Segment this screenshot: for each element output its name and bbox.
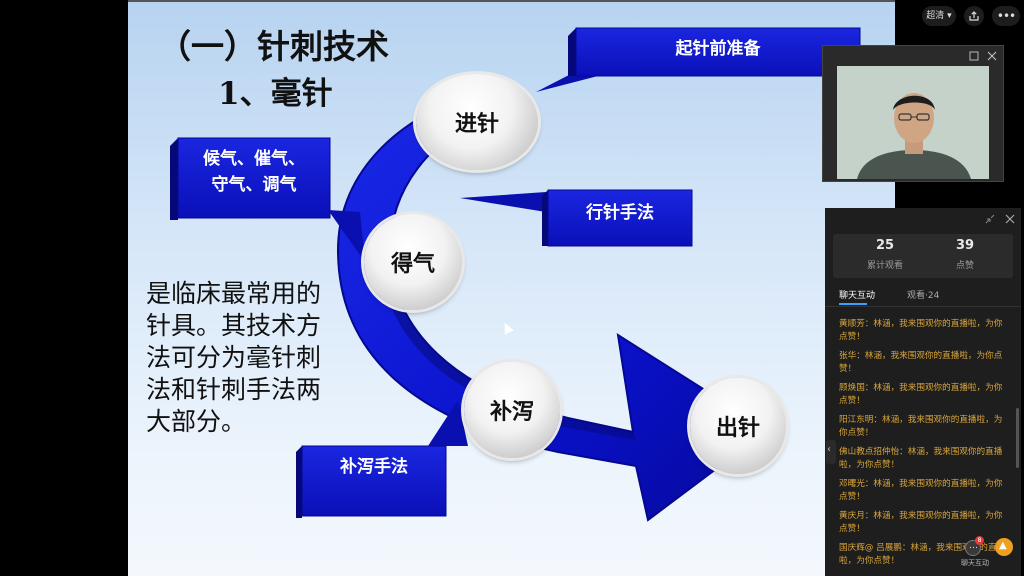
tab-viewers[interactable]: 观看·24 <box>907 291 940 301</box>
thumbs-up-icon: ▲ <box>999 540 1007 551</box>
banner-prep-label: 起针前准备 <box>675 39 761 59</box>
camera-window[interactable] <box>822 45 1004 182</box>
more-icon: ••• <box>996 9 1016 23</box>
notification-badge: 8 <box>975 536 984 545</box>
banner-buxie <box>301 445 447 517</box>
camera-feed <box>837 66 989 179</box>
share-icon <box>969 11 979 21</box>
stat-likes-value: 39 <box>955 238 975 253</box>
chat-bubble-button[interactable]: … 8 <box>965 536 984 556</box>
chat-scrollbar[interactable] <box>1016 408 1019 468</box>
chat-message: 张华：林涵，我来围观你的直播啦，为你点 赞！ <box>839 350 1009 376</box>
chevron-left-icon: ‹ <box>827 444 831 455</box>
chat-message-line: 阳江东明：林涵，我来围观你的直播啦，为 <box>839 415 1003 425</box>
quality-label: 超清 <box>926 11 945 21</box>
chat-message: 佛山教点招仲怡：林涵，我来围观你的直播 啦，为你点赞！ <box>839 446 1009 472</box>
chat-message-line: 点赞！ <box>839 396 865 406</box>
description-line: 大部分。 <box>146 407 247 436</box>
slide-subtitle: 1、毫针 <box>218 76 333 112</box>
chat-message: 国庆辉@ 吕展鹏：林涵，我来围观你的直播 啦，为你点赞！ <box>839 542 1009 564</box>
node-chu-zhen: 出针 <box>690 378 786 474</box>
more-button[interactable]: ••• <box>992 6 1020 26</box>
description-line: 针具。其技术方 <box>146 311 322 340</box>
chat-panel: 25 累计观看 39 点赞 聊天互动 观看·24 黄顺芳：林涵，我来围观你的直播… <box>825 208 1021 576</box>
tab-active-indicator <box>839 303 867 305</box>
description-line: 是临床最常用的 <box>146 279 322 308</box>
presenter-image <box>837 66 989 179</box>
chat-message-line: 你点赞！ <box>839 428 874 438</box>
banner-buxie-side <box>296 446 302 518</box>
chat-message-line: 啦，为你点赞！ <box>839 460 900 470</box>
banner-houqi-tail <box>328 210 365 262</box>
banner-xingzhen-tail <box>460 192 546 212</box>
close-icon[interactable] <box>1005 214 1015 224</box>
chat-message-line: 黄庆月：林涵，我来围观你的直播啦，为你 <box>839 511 1003 521</box>
maximize-icon[interactable] <box>969 51 979 61</box>
share-button[interactable] <box>964 6 984 26</box>
chat-header <box>825 208 1021 230</box>
chat-message-line: 国庆辉@ 吕展鹏：林涵，我来围观你的直播 <box>839 543 1006 553</box>
slide-title: （一）针刺技术 <box>158 27 389 66</box>
panel-collapse-handle[interactable]: ‹ <box>826 440 836 464</box>
slide: （一）针刺技术 1、毫针 是临床最常用的 针具。其技术方 法可分为毫针刺 法和针… <box>128 0 895 576</box>
slide-top-edge <box>128 0 895 2</box>
chat-message-line: 点赞！ <box>839 524 865 534</box>
chat-bubble-icon: … <box>969 541 978 551</box>
quality-select[interactable]: 超清 ▾ <box>922 6 956 26</box>
chevron-down-icon: ▾ <box>944 11 952 21</box>
description-line: 法和针刺手法两 <box>146 375 322 404</box>
banner-xingzhen-label: 行针手法 <box>586 203 654 223</box>
banner-xingzhen-side <box>542 190 548 246</box>
chat-message-line: 邓曙光：林涵，我来围观你的直播啦，为你 <box>839 479 1003 489</box>
node-jin-zhen: 进针 <box>416 74 538 170</box>
banner-buxie-tail <box>428 400 468 446</box>
banner-houqi-label: 候气、催气、 守气、调气 <box>178 146 330 198</box>
banner-houqi <box>177 137 331 219</box>
collapse-icon[interactable] <box>985 214 995 224</box>
chat-message-line: 赞！ <box>839 364 857 374</box>
chat-message-line: 黄顺芳：林涵，我来围观你的直播啦，为你 <box>839 319 1003 329</box>
stat-total-views-label: 累计观看 <box>866 261 903 271</box>
top-controls: 超清 ▾ ••• <box>922 6 1020 26</box>
banner-xingzhen <box>547 189 693 247</box>
chat-message-line: 佛山教点招仲怡：林涵，我来围观你的直播 <box>839 447 1003 457</box>
chat-message-line: 啦，为你点赞！ <box>839 556 900 564</box>
chat-footer: … 8 ▲ 聊天互动 <box>825 536 1021 576</box>
stats-card: 25 累计观看 39 点赞 <box>833 234 1013 278</box>
chat-message: 顾焕国：林涵，我来围观你的直播啦，为你 点赞！ <box>839 382 1009 408</box>
chat-messages[interactable]: 黄顺芳：林涵，我来围观你的直播啦，为你 点赞！ 张华：林涵，我来围观你的直播啦，… <box>825 312 1015 564</box>
banner-prep-side <box>568 28 576 76</box>
banner-houqi-side <box>170 138 178 220</box>
close-icon[interactable] <box>987 51 997 61</box>
banner-houqi-line: 候气、催气、 <box>203 149 305 169</box>
chat-message: 黄庆月：林涵，我来围观你的直播啦，为你 点赞！ <box>839 510 1009 536</box>
slide-description: 是临床最常用的 针具。其技术方 法可分为毫针刺 法和针刺手法两 大部分。 <box>146 278 321 438</box>
chat-message-line: 点赞！ <box>839 492 865 502</box>
camera-titlebar[interactable] <box>823 46 1003 66</box>
chat-message: 黄顺芳：林涵，我来围观你的直播啦，为你 点赞！ <box>839 318 1009 344</box>
chat-message: 邓曙光：林涵，我来围观你的直播啦，为你 点赞！ <box>839 478 1009 504</box>
stat-total-views-value: 25 <box>875 238 895 253</box>
chat-message: 阳江东明：林涵，我来围观你的直播啦，为 你点赞！ <box>839 414 1009 440</box>
tab-chat[interactable]: 聊天互动 <box>839 291 876 301</box>
stat-likes-label: 点赞 <box>955 261 974 271</box>
chat-message-line: 张华：林涵，我来围观你的直播啦，为你点 <box>839 351 1003 361</box>
node-bu-xie: 补泻 <box>464 362 560 458</box>
node-de-qi: 得气 <box>364 214 462 310</box>
banner-buxie-label: 补泻手法 <box>340 457 408 477</box>
banner-prep <box>575 27 861 77</box>
chat-message-line: 顾焕国：林涵，我来围观你的直播啦，为你 <box>839 383 1003 393</box>
chat-tabs: 聊天互动 观看·24 <box>825 284 1021 307</box>
like-button[interactable]: ▲ <box>995 538 1013 556</box>
banner-houqi-line: 守气、调气 <box>211 175 297 195</box>
chat-footer-label: 聊天互动 <box>961 559 989 567</box>
description-line: 法可分为毫针刺 <box>146 343 322 372</box>
chat-message-line: 点赞！ <box>839 332 865 342</box>
